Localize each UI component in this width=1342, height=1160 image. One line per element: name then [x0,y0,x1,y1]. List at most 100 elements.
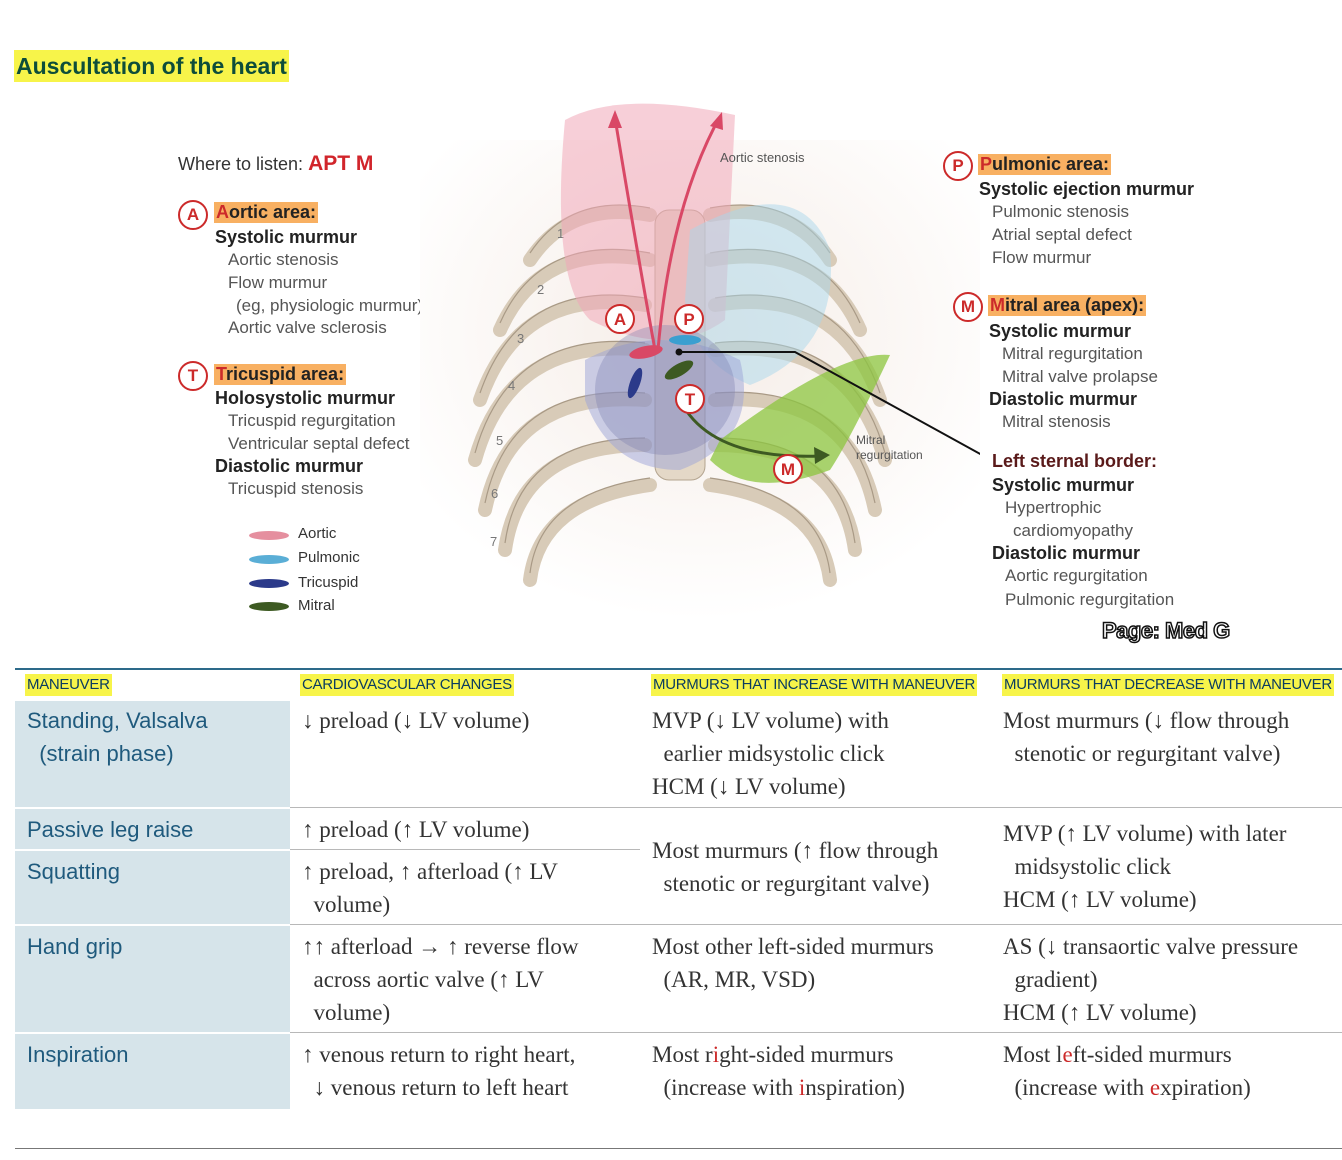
changes-cell: ↑ preload (↑ LV volume) [302,817,530,842]
aortic-flow-arrow-right [656,119,720,351]
tricuspid-item: Ventricular septal defect [228,434,410,453]
chest-diagram: 1 2 3 4 5 6 7 Aortic stenosis Mitral reg… [420,103,980,620]
rib-numbers: 1 2 3 4 5 6 7 [490,226,564,549]
maneuver-cell [15,701,290,807]
aortic-stenosis-label: Aortic stenosis [720,150,805,165]
mitral-sub: Diastolic murmur [989,389,1138,409]
tricuspid-area-zone [585,340,744,470]
decrease-cell-shared: MVP (↑ LV volume) with later midsystolic… [1003,821,1287,912]
header-maneuver: MANEUVER [25,674,112,696]
svg-text:2: 2 [537,282,544,297]
changes-cell: ↑↑ afterload → ↑ reverse flow across aor… [302,934,579,1025]
changes-cell: ↑ preload, ↑ afterload (↑ LV volume) [302,859,558,917]
changes-cell: ↓ preload (↓ LV volume) [302,708,530,733]
svg-text:P: P [683,310,694,329]
lsb-item: Hypertrophic [1005,498,1102,517]
row-divider [290,807,1342,808]
mitral-regurg-label: regurgitation [856,448,923,462]
where-to-listen: Where to listen: APT M [178,152,373,176]
decrease-cell: AS (↓ transaortic valve pressure gradien… [1003,934,1299,1025]
aortic-valve-mark [629,345,663,359]
header-increase: MURMURS THAT INCREASE WITH MANEUVER [651,674,978,696]
legend-swatch-tricuspid [249,579,289,588]
tricuspid-item: Tricuspid stenosis [228,479,364,498]
changes-cell: ↑ venous return to right heart, ↓ venous… [302,1042,576,1100]
pulmonic-valve-mark [669,335,701,345]
svg-text:M: M [781,460,795,479]
pulmonic-item: Pulmonic stenosis [992,202,1130,221]
aortic-item: Aortic valve sclerosis [228,318,387,337]
aortic-item: Aortic stenosis [228,250,339,269]
badge-t [675,384,705,414]
lsb-heading: Left sternal border: [992,451,1158,471]
maneuver-inspiration: Inspiration [27,1042,129,1067]
mitral-regurg-label: Mitral [856,433,885,447]
aortic-sub: Systolic murmur [215,227,358,247]
arrowhead-icon [710,112,723,130]
aortic-flow-arrow-left [613,117,657,351]
pulmonic-badge: P [943,151,973,181]
lsb-item: Pulmonic regurgitation [1005,590,1175,609]
svg-text:5: 5 [496,433,503,448]
header-decrease: MURMURS THAT DECREASE WITH MANEUVER [1002,674,1334,696]
maneuver-hand-grip: Hand grip [27,934,123,959]
tricuspid-sub: Diastolic murmur [215,456,364,476]
heart-shape [595,325,735,455]
aortic-item: Flow murmur [228,273,328,292]
mnemonic: APT M [308,152,374,175]
mitral-area-heading: Mitral area (apex): [988,295,1147,316]
watermark: Page: Med G [1101,617,1231,644]
pulmonic-sub: Systolic ejection murmur [979,179,1195,199]
left-sternal-border-pointer [679,351,980,456]
increase-cell: Most right-sided murmurs (increase with … [652,1042,905,1100]
lsb-sub: Diastolic murmur [992,543,1141,563]
mitral-item: Mitral regurgitation [1002,344,1143,363]
legend-swatch-mitral [249,602,289,611]
row-divider [290,849,640,850]
svg-text:1: 1 [557,226,564,241]
maneuver-cell [15,851,290,924]
aortic-badge: A [178,200,208,230]
svg-text:A: A [614,310,626,329]
badge-a [605,304,635,334]
aortic-item: (eg, physiologic murmur) [236,296,424,315]
lsb-item: cardiomyopathy [1013,521,1134,540]
mitral-sub: Systolic murmur [989,321,1132,341]
legend-swatch-aortic [249,531,289,540]
svg-text:6: 6 [491,486,498,501]
svg-text:7: 7 [490,534,497,549]
svg-text:T: T [685,390,696,409]
page-title: Auscultation of the heart [14,50,289,82]
arrowhead-icon [608,110,622,128]
maneuver-standing-valsalva: Standing, Valsalva (strain phase) [27,708,208,766]
maneuver-cell [15,809,290,849]
legend-label: Tricuspid [298,574,359,591]
decrease-cell: Most left-sided murmurs (increase with e… [1003,1042,1251,1100]
row-divider [290,924,1342,925]
maneuver-cell [15,1034,290,1109]
diagram-badges: A P T M [605,304,803,484]
decrease-cell: Most murmurs (↓ flow through stenotic or… [1003,708,1290,766]
svg-text:4: 4 [508,378,515,393]
mitral-badge: M [953,292,983,322]
increase-cell: MVP (↓ LV volume) with earlier midsystol… [652,708,889,799]
svg-text:3: 3 [517,331,524,346]
lsb-sub: Systolic murmur [992,475,1135,495]
pulmonic-item: Flow murmur [992,248,1092,267]
legend-label: Pulmonic [298,549,360,566]
maneuver-cell [15,926,290,1032]
badge-p [674,304,704,334]
mitral-valve-mark [664,360,694,380]
legend-label: Mitral [298,597,335,614]
legend-label: Aortic [298,525,337,542]
increase-cell-shared: Most murmurs (↑ flow through stenotic or… [652,838,939,896]
row-divider [290,1032,1342,1033]
pulmonic-area-heading: Pulmonic area: [978,154,1112,175]
header-changes: CARDIOVASCULAR CHANGES [300,674,514,696]
tricuspid-sub: Holosystolic murmur [215,388,396,408]
tricuspid-area-heading: Tricuspid area: [214,364,347,385]
lsb-item: Aortic regurgitation [1005,566,1148,585]
mitral-item: Mitral valve prolapse [1002,367,1158,386]
legend-swatch-pulmonic [249,555,289,564]
maneuver-squatting: Squatting [27,859,120,884]
